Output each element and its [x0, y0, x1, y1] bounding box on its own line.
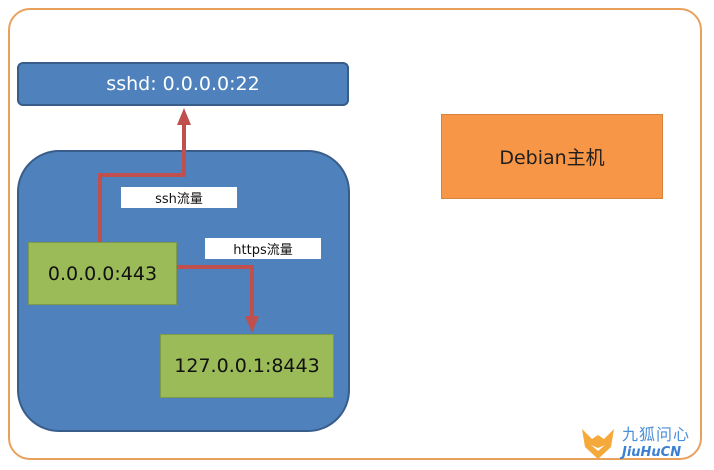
watermark-name-cn: 九狐问心 — [622, 425, 691, 444]
https-flow-label: https流量 — [205, 238, 321, 259]
sshd-node-label: sshd: 0.0.0.0:22 — [106, 73, 260, 95]
ssh-flow-label: ssh流量 — [121, 187, 237, 208]
watermark-name-en: JiuHuCN — [622, 445, 682, 460]
sshd-node: sshd: 0.0.0.0:22 — [17, 62, 349, 106]
debian-host-label: Debian主机 — [499, 147, 605, 169]
local-8443-label: 127.0.0.1:8443 — [174, 355, 320, 377]
ssh-flow-text: ssh流量 — [155, 192, 203, 207]
https-flow-text: https流量 — [233, 243, 293, 258]
listen-443-node: 0.0.0.0:443 — [28, 242, 177, 305]
local-8443-node: 127.0.0.1:8443 — [160, 334, 334, 398]
debian-host-node: Debian主机 — [441, 114, 663, 199]
fox-logo-icon — [582, 429, 614, 459]
watermark: 九狐问心 JiuHuCN — [578, 420, 708, 466]
listen-443-label: 0.0.0.0:443 — [47, 262, 158, 285]
